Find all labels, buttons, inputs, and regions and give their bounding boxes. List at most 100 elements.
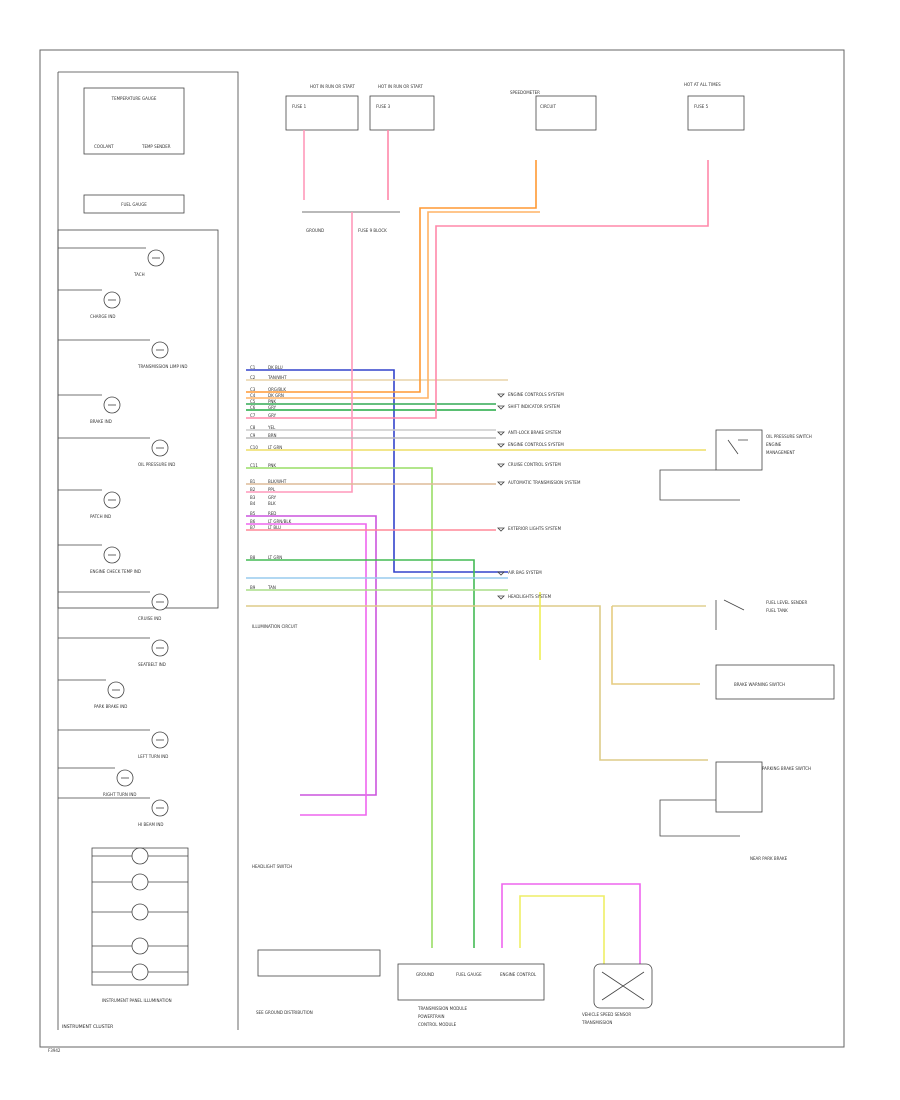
indicator-lamp: CRUISE IND [58,591,169,621]
svg-text:ENGINE CONTROL: ENGINE CONTROL [500,972,537,977]
svg-text:PNK: PNK [268,463,276,468]
vehicle-speed-sensor: VEHICLE SPEED SENSOR TRANSMISSION [581,963,653,1025]
svg-text:C3: C3 [250,387,256,392]
svg-text:HOT IN RUN OR START: HOT IN RUN OR START [378,84,423,89]
indicator-lamp: TRANSMISSION LIMP IND [58,339,187,369]
svg-text:FUEL GAUGE: FUEL GAUGE [121,202,147,207]
svg-text:C6: C6 [250,405,256,410]
svg-text:GRY: GRY [268,405,277,410]
svg-text:B6: B6 [250,519,256,524]
oil-switch-ground [659,469,740,501]
indicator-lamp: PATCH IND [58,489,121,519]
svg-text:GROUND: GROUND [416,972,434,977]
brake-warning-switch: BRAKE WARNING SWITCH [715,664,835,700]
svg-text:MANAGEMENT: MANAGEMENT [766,450,795,455]
svg-text:RED: RED [268,511,276,516]
svg-text:PARKING BRAKE SWITCH: PARKING BRAKE SWITCH [762,766,811,771]
svg-text:GRY: GRY [268,495,277,500]
footer-code: F3942 [48,1048,61,1053]
svg-text:HOT AT ALL TIMES: HOT AT ALL TIMES [684,82,721,87]
svg-text:LT GRN: LT GRN [268,445,282,450]
system-ref: SHIFT INDICATOR SYSTEM [497,404,560,410]
illumination-bulb [92,937,188,955]
top-connector-2: HOT IN RUN OR START FUSE 3 [369,84,435,131]
system-ref: HEADLIGHTS SYSTEM [497,594,552,600]
lamp-label: SEATBELT IND [138,662,166,667]
svg-text:BLK: BLK [268,501,276,506]
oil-pressure-switch: OIL PRESSURE SWITCH ENGINE MANAGEMENT [715,429,812,471]
svg-text:HEADLIGHTS SYSTEM: HEADLIGHTS SYSTEM [508,594,552,599]
svg-text:COOLANT: COOLANT [94,144,114,149]
wire-pink-2 [246,212,353,493]
top-connector-1: HOT IN RUN OR START FUSE 1 [285,84,359,131]
wire-yellow-b [519,895,605,964]
svg-text:B9: B9 [250,585,256,590]
diagram-frame [39,49,845,1048]
svg-text:ENGINE: ENGINE [766,442,782,447]
svg-text:VEHICLE SPEED SENSOR: VEHICLE SPEED SENSOR [582,1012,631,1017]
svg-text:B2: B2 [250,487,256,492]
illumination-bulb [92,873,188,891]
lamp-label: PATCH IND [90,514,111,519]
system-references: ENGINE CONTROLS SYSTEM SHIFT INDICATOR SY… [497,392,581,600]
pin-label: C6 GRY [250,405,277,410]
indicator-lamp: HI BEAM IND [58,797,169,827]
top-fuse-label: FUSE 9 BLOCK [358,228,387,233]
wire-tan-2 [246,605,708,761]
headlight-switch [257,949,381,977]
fuel-level-sender: FUEL LEVEL SENDER FUEL TANK [715,599,807,630]
lamp-label: OIL PRESSURE IND [138,462,175,467]
svg-text:C2: C2 [250,375,256,380]
svg-text:TEMPERATURE GAUGE: TEMPERATURE GAUGE [111,96,157,101]
svg-text:FUSE 3: FUSE 3 [376,104,391,109]
cluster-enclosure [57,71,239,1030]
system-ref: AUTOMATIC TRANSMISSION SYSTEM [497,480,581,486]
svg-text:YEL: YEL [267,425,276,430]
svg-text:TRANSMISSION MODULE: TRANSMISSION MODULE [417,1006,467,1011]
lamp-label: HI BEAM IND [138,822,163,827]
indicator-lamp: BRAKE IND [58,394,121,424]
indicator-lamp: OIL PRESSURE IND [58,437,175,467]
svg-text:BLK/WHT: BLK/WHT [268,479,287,484]
top-connector-3: SPEEDOMETER CIRCUIT [510,90,597,131]
wire-magenta [246,523,367,816]
svg-text:TAN/WHT: TAN/WHT [267,375,287,380]
wire-blue [246,369,508,573]
svg-text:AUTOMATIC TRANSMISSION SYSTEM: AUTOMATIC TRANSMISSION SYSTEM [508,480,581,485]
svg-text:CIRCUIT: CIRCUIT [540,104,556,109]
svg-text:POWERTRAIN: POWERTRAIN [418,1014,445,1019]
svg-text:DK GRN: DK GRN [268,393,284,398]
system-ref: AIR BAG SYSTEM [497,570,542,576]
svg-text:TAN: TAN [267,585,276,590]
svg-text:C5: C5 [250,399,256,404]
top-ground-label: GROUND [306,228,324,233]
pin-label: B9 TAN [250,585,276,590]
illumination-label: INSTRUMENT PANEL ILLUMINATION [102,998,172,1003]
note-headlight-switch: HEADLIGHT SWITCH [252,864,292,869]
wire-pink-1 [246,160,709,419]
wires [246,130,709,964]
svg-text:ENGINE CONTROLS SYSTEM: ENGINE CONTROLS SYSTEM [508,442,564,447]
indicator-lamps: TACH CHARGE IND TRANSMISSION LIMP IND BRAKE… [58,247,187,827]
indicator-lamp: SEATBELT IND [58,637,169,667]
svg-text:OIL PRESSURE SWITCH: OIL PRESSURE SWITCH [766,434,812,439]
indicator-lamp: TACH [58,247,165,277]
note-illumination: ILLUMINATION CIRCUIT [252,624,298,629]
indicator-lamp: PARK BRAKE IND [58,679,127,709]
pin-label: C2 TAN/WHT [250,375,287,380]
lamp-label: PARK BRAKE IND [94,704,127,709]
cluster-title: INSTRUMENT CLUSTER [62,1024,113,1030]
svg-text:CRUISE CONTROL SYSTEM: CRUISE CONTROL SYSTEM [508,462,561,467]
svg-text:AIR BAG SYSTEM: AIR BAG SYSTEM [508,570,542,575]
lamp-label: CHARGE IND [90,314,115,319]
